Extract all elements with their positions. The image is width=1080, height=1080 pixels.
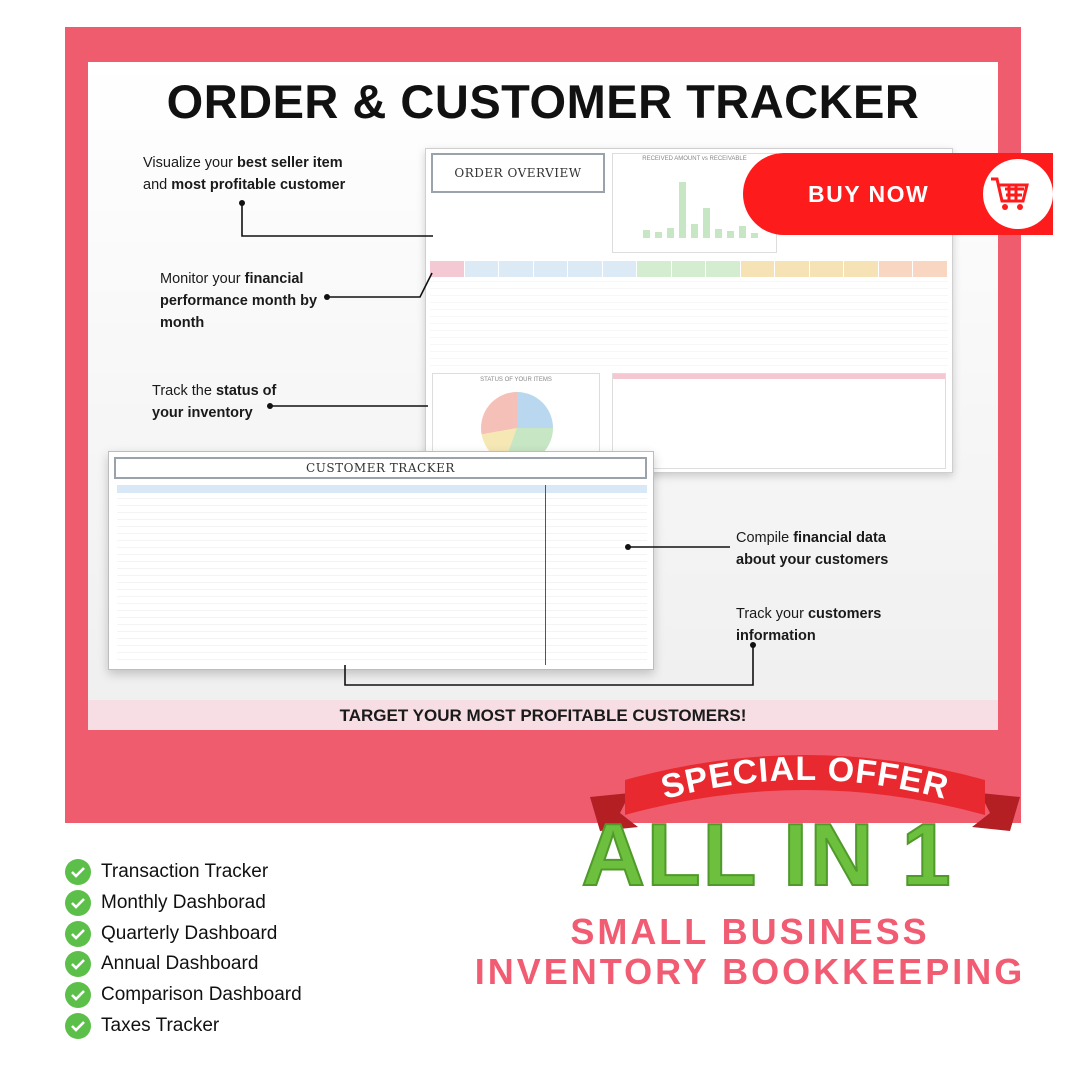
callout-text: Compile <box>736 530 794 546</box>
callout-bold: month <box>160 315 205 331</box>
chart-bar <box>691 224 698 238</box>
callout-bold: best seller item <box>237 155 343 171</box>
callout-bold: information <box>736 628 816 644</box>
page-title: ORDER & CUSTOMER TRACKER <box>166 75 920 128</box>
status-chart-caption: STATUS OF YOUR ITEMS <box>480 377 552 383</box>
feature-label: Transaction Tracker <box>101 861 269 883</box>
connector-dot <box>239 200 245 206</box>
feature-item: Annual Dashboard <box>65 949 302 980</box>
feature-item: Comparison Dashboard <box>65 980 302 1011</box>
customer-table <box>117 485 647 665</box>
check-circle-icon <box>65 951 91 978</box>
feature-item: Transaction Tracker <box>65 857 302 888</box>
callout-bold: financial data <box>793 530 886 546</box>
feature-label: Annual Dashboard <box>101 953 259 975</box>
callout-text: Monitor your <box>160 271 245 287</box>
connector-dot <box>324 294 330 300</box>
feature-label: Quarterly Dashboard <box>101 922 278 944</box>
bottom-band: TARGET YOUR MOST PROFITABLE CUSTOMERS! <box>88 700 998 730</box>
buy-now-button[interactable]: BUY NOW <box>743 153 1053 235</box>
callout-text: Track your <box>736 606 808 622</box>
check-circle-icon <box>65 1012 91 1039</box>
chart-bar <box>703 208 710 238</box>
feature-label: Comparison Dashboard <box>101 984 302 1006</box>
todo-header <box>613 374 945 379</box>
customer-table-header <box>117 485 647 493</box>
order-overview-sheet: ORDER OVERVIEW RECEIVED AMOUNT vs RECEIV… <box>425 148 953 473</box>
feature-label: Monthly Dashborad <box>101 892 266 914</box>
connector-dot <box>267 403 273 409</box>
callout-financial: Monitor your financial performance month… <box>160 268 317 334</box>
order-overview-header: ORDER OVERVIEW <box>431 153 605 193</box>
callout-best-seller: Visualize your best seller item and most… <box>143 152 345 196</box>
chart-bar <box>715 229 722 238</box>
chart-bar <box>751 233 758 238</box>
chart-bar <box>667 228 674 238</box>
todo-list <box>612 373 946 469</box>
feature-list: Transaction Tracker Monthly Dashborad Qu… <box>65 857 302 1041</box>
connector-line <box>327 272 433 298</box>
subline-small-business: SMALL BUSINESS <box>570 911 930 952</box>
callout-bold: about your customers <box>736 552 889 568</box>
cart-badge <box>983 159 1053 229</box>
feature-item: Quarterly Dashboard <box>65 918 302 949</box>
column-divider <box>545 485 546 665</box>
special-offer-text: SPECIAL OFFER <box>657 750 952 807</box>
callout-bold: financial <box>244 271 304 287</box>
callout-text: Track the <box>152 383 216 399</box>
chart-bar <box>739 226 746 238</box>
received-chart-caption: RECEIVED AMOUNT vs RECEIVABLE <box>642 156 747 162</box>
chart-bar <box>727 231 734 238</box>
check-circle-icon <box>65 920 91 947</box>
buy-now-label: BUY NOW <box>808 181 930 207</box>
monthly-table-header <box>430 261 948 277</box>
feature-item: Taxes Tracker <box>65 1010 302 1041</box>
chart-bar <box>643 230 650 238</box>
customer-tracker-sheet: CUSTOMER TRACKER <box>108 451 654 670</box>
special-offer-ribbon: SPECIAL OFFER <box>590 750 1020 831</box>
svg-text:SPECIAL OFFER: SPECIAL OFFER <box>657 750 953 807</box>
check-circle-icon <box>65 890 91 917</box>
connector-dot <box>625 544 631 550</box>
callout-customer-financial: Compile financial data about your custom… <box>736 527 888 571</box>
callout-bold: status of <box>215 383 277 399</box>
customer-tracker-header: CUSTOMER TRACKER <box>114 457 647 479</box>
feature-label: Taxes Tracker <box>101 1014 220 1036</box>
check-circle-icon <box>65 982 91 1009</box>
callout-bold: customers <box>807 606 882 622</box>
callout-text: Visualize your <box>143 155 238 171</box>
chart-bar <box>655 232 662 238</box>
headline-all-in-1: ALL IN 1 <box>580 804 953 905</box>
feature-item: Monthly Dashborad <box>65 888 302 919</box>
connector-line <box>344 645 754 686</box>
callout-inventory: Track the status of your inventory <box>152 380 276 424</box>
callout-text: and <box>143 177 172 193</box>
callout-bold: most profitable customer <box>171 177 346 193</box>
connector-dot <box>750 642 756 648</box>
connector-line <box>241 203 433 237</box>
shopping-cart-icon <box>991 177 1029 210</box>
callout-bold: your inventory <box>152 405 253 421</box>
chart-bar <box>679 182 686 238</box>
callout-customer-info: Track your customers information <box>736 603 881 647</box>
subline-inventory-bookkeeping: INVENTORY BOOKKEEPING <box>474 951 1026 992</box>
callout-bold: performance month by <box>160 293 318 309</box>
monthly-table <box>430 261 948 367</box>
check-circle-icon <box>65 859 91 886</box>
